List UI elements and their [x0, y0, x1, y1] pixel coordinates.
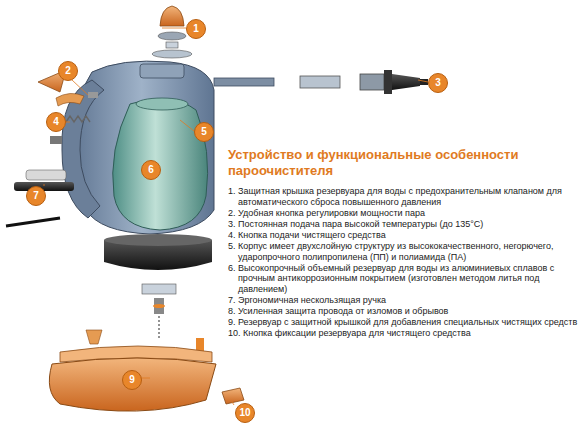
- callout-number: 2: [58, 61, 78, 81]
- callout-number: 5: [194, 122, 214, 142]
- diagram-title: Устройство и функциональные особенности …: [228, 147, 528, 179]
- feature-list: 1. Защитная крышка резервуара для воды с…: [228, 186, 580, 339]
- feature-item: 3. Постоянная подача пара высокой темпер…: [228, 219, 580, 230]
- tank-cap: [160, 6, 184, 26]
- feature-item: 2. Удобная кнопка регулировки мощности п…: [228, 208, 580, 219]
- feature-item: 8. Усиленная защита провода от изломов и…: [228, 306, 580, 317]
- feature-item: 5. Корпус имеет двухслойную структуру из…: [228, 241, 580, 262]
- cleaner-reservoir: [49, 358, 216, 411]
- lock-button: [222, 388, 244, 404]
- callout-number: 4: [46, 112, 66, 132]
- feature-item: 1. Защитная крышка резервуара для воды с…: [228, 186, 580, 207]
- callout-number: 1: [186, 19, 206, 39]
- feature-item: 10. Кнопка фиксации резервуара для чистя…: [228, 328, 580, 339]
- spring: [66, 116, 90, 122]
- feature-item: 7. Эргономичная нескользящая ручка: [228, 295, 580, 306]
- callout-number: 9: [122, 370, 142, 390]
- callout-number: 10: [235, 403, 255, 423]
- callout-number: 7: [26, 186, 46, 206]
- feature-item: 4. Кнопка подачи чистящего средства: [228, 230, 580, 241]
- feature-item: 6. Высокопрочный объемный резервуар для …: [228, 263, 580, 295]
- water-tank: [113, 99, 208, 230]
- feature-item: 9. Резервуар с защитной крышкой для доба…: [228, 317, 580, 328]
- callout-number: 3: [428, 73, 448, 93]
- callout-number: 6: [141, 160, 161, 180]
